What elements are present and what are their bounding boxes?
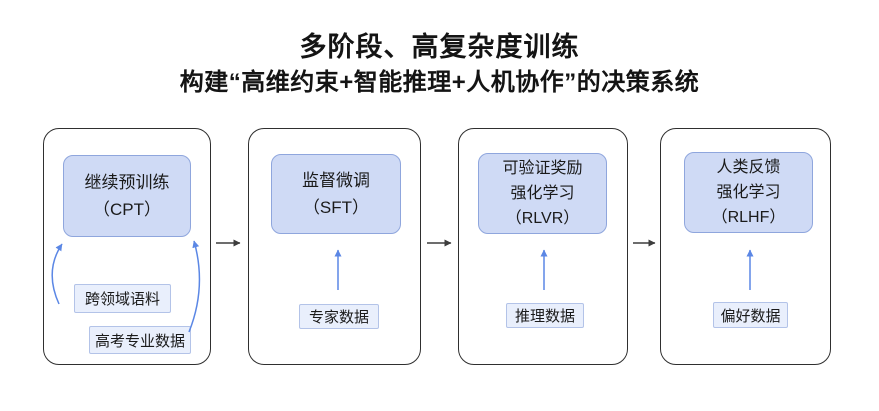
data-box-preference-data: 偏好数据 bbox=[713, 302, 788, 328]
stage-rlvr-line-1: 可验证奖励 bbox=[502, 159, 583, 177]
page-title: 多阶段、高复杂度训练 bbox=[299, 32, 580, 62]
stage-rlhf-line-2: 强化学习 bbox=[716, 183, 781, 201]
stage-group-rlhf: 人类反馈 强化学习 （RLHF） 偏好数据 bbox=[660, 128, 831, 365]
stage-cpt-line-2: （CPT） bbox=[93, 200, 161, 219]
stage-rlvr-line-2: 强化学习 bbox=[510, 184, 575, 202]
stage-rlhf-line-1: 人类反馈 bbox=[716, 158, 781, 176]
page-subtitle: 构建“高维约束+智能推理+人机协作”的决策系统 bbox=[179, 69, 700, 96]
stage-box-cpt: 继续预训练 （CPT） bbox=[63, 155, 191, 237]
stage-rlhf-line-3: （RLHF） bbox=[711, 209, 786, 227]
stage-box-rlhf: 人类反馈 强化学习 （RLHF） bbox=[684, 152, 813, 233]
stage-cpt-line-1: 继续预训练 bbox=[84, 172, 170, 192]
data-box-cross-domain-corpus: 跨领域语料 bbox=[74, 284, 171, 313]
data-box-gaokao-professional-data: 高考专业数据 bbox=[89, 326, 191, 354]
stage-box-rlvr: 可验证奖励 强化学习 （RLVR） bbox=[478, 153, 607, 234]
data-box-reasoning-data: 推理数据 bbox=[506, 303, 584, 328]
stage-sft-line-2: （SFT） bbox=[302, 198, 370, 217]
stage-sft-line-1: 监督微调 bbox=[302, 170, 370, 190]
stage-group-rlvr: 可验证奖励 强化学习 （RLVR） 推理数据 bbox=[458, 128, 628, 365]
stage-box-sft: 监督微调 （SFT） bbox=[271, 154, 401, 234]
stage-group-cpt: 继续预训练 （CPT） 跨领域语料 高考专业数据 bbox=[43, 128, 211, 365]
stage-group-sft: 监督微调 （SFT） 专家数据 bbox=[248, 128, 421, 365]
data-box-expert-data: 专家数据 bbox=[299, 304, 379, 329]
stage-rlvr-line-3: （RLVR） bbox=[505, 210, 580, 228]
